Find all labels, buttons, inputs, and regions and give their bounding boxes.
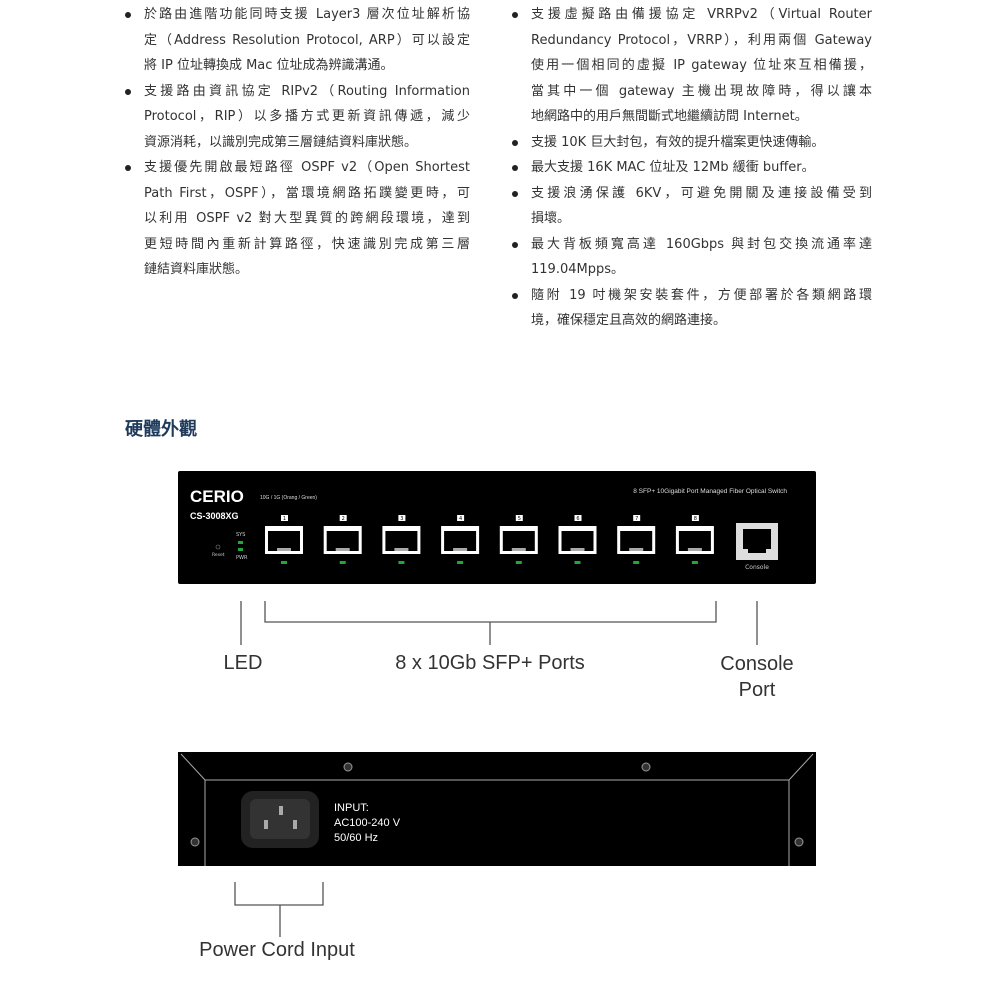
port-number-box — [515, 515, 523, 521]
port-number-box — [398, 515, 406, 521]
port-led — [457, 561, 464, 564]
feature-line: 支援 10K 巨大封包，有效的提升檔案更快速傳輸。 — [531, 134, 825, 150]
port-number-box — [691, 515, 699, 521]
port-number: 8 — [694, 516, 697, 522]
port-number: 2 — [342, 516, 345, 522]
port-number: 7 — [635, 516, 638, 522]
port-led — [339, 561, 346, 564]
pwr-label: PWR — [236, 555, 248, 561]
front-panel — [178, 471, 816, 584]
feature-line: 更短時間內重新計算路徑，快速識別完成第三層 — [144, 236, 470, 252]
reset-label: Reset — [212, 552, 225, 558]
port-number: 6 — [576, 516, 579, 522]
reset-button[interactable] — [215, 544, 221, 550]
feature-line: 資源消耗，以識別完成第三層鏈結資料庫狀態。 — [144, 134, 418, 150]
speed-legend: 10G / 1G (Orang / Green) — [260, 495, 317, 501]
port-number: 1 — [283, 516, 286, 522]
pwr-led — [238, 548, 243, 551]
port-number-box — [633, 515, 641, 521]
port-number: 5 — [518, 516, 521, 522]
port-led — [515, 561, 522, 564]
feature-line: 地網路中的用戶無間斷式地繼續訪問 Internet。 — [531, 109, 808, 124]
feature-item: 最大支援 16K MAC 位址及 12Mb 緩衝 buffer。 — [510, 155, 872, 181]
port-number-box — [339, 515, 347, 521]
port-number-box — [574, 515, 582, 521]
brand-logo: CERIO — [190, 487, 244, 506]
section-title: 硬體外觀 — [125, 419, 197, 440]
feature-line: 使用一個相同的虛擬 IP gateway 位址來互相備援， — [531, 58, 872, 73]
feature-line: 支援優先開啟最短路徑 OSPF v2（Open Shortest — [144, 160, 470, 175]
feature-line: 於路由進階功能同時支援 Layer3 層次位址解析協 — [144, 7, 470, 22]
feature-line: 將 IP 位址轉換成 Mac 位址成為辨識溝通。 — [144, 58, 394, 73]
input-label: INPUT: — [334, 802, 369, 814]
sys-led — [238, 541, 243, 544]
port-led — [281, 561, 287, 564]
callout-led: LED — [223, 652, 263, 674]
port-led — [398, 561, 405, 564]
feature-item: 支援 10K 巨大封包，有效的提升檔案更快速傳輸。 — [510, 130, 872, 156]
feature-line: 最大背板頻寬高達 160Gbps 與封包交換流通率達 — [531, 236, 872, 252]
feature-line: 境，確保穩定且高效的網路連接。 — [531, 313, 727, 328]
sys-label: SYS — [236, 532, 245, 538]
feature-line: 支援虛擬路由備援協定 VRRPv2（Virtual Router — [531, 7, 872, 22]
feature-line: 當其中一個 gateway 主機出現故障時，得以讓本 — [531, 83, 872, 99]
console-label: Console — [745, 564, 769, 571]
port-led — [633, 561, 640, 564]
feature-line: 鏈結資料庫狀態。 — [144, 262, 249, 277]
feature-line: 定（Address Resolution Protocol, ARP）可以設定 — [144, 32, 470, 48]
feature-line: Protocol，RIP）以多播方式更新資訊傳遞，減少 — [144, 109, 470, 124]
feature-line: 最大支援 16K MAC 位址及 12Mb 緩衝 buffer。 — [531, 160, 815, 175]
feature-line: 以利用 OSPF v2 對大型異質的跨網段環境，達到 — [144, 211, 470, 226]
callout-console-port: Port — [738, 679, 776, 701]
feature-item: 支援浪湧保護 6KV，可避免開關及連接設備受到損壞。 — [510, 181, 872, 232]
feature-line: 隨附 19 吋機架安裝套件，方便部署於各類網路環 — [531, 287, 872, 303]
feature-item: 最大背板頻寬高達 160Gbps 與封包交換流通率達 119.04Mpps。 — [510, 232, 872, 283]
model-label: CS-3008XG — [190, 511, 239, 521]
feature-line: 支援路由資訊協定 RIPv2（Routing Information — [144, 83, 470, 99]
port-led — [574, 561, 581, 564]
feature-item: 於路由進階功能同時支援 Layer3 層次位址解析協定（Address Reso… — [123, 2, 470, 79]
feature-list-left: 於路由進階功能同時支援 Layer3 層次位址解析協定（Address Reso… — [123, 2, 470, 283]
port-led — [691, 561, 698, 564]
input-voltage: AC100-240 V — [334, 817, 401, 829]
callout-sfp-ports: 8 x 10Gb SFP+ Ports — [395, 652, 585, 674]
feature-line: 119.04Mpps。 — [531, 262, 624, 277]
feature-line: Path First，OSPF），當環境網路拓蹼變更時，可 — [144, 185, 470, 201]
feature-item: 隨附 19 吋機架安裝套件，方便部署於各類網路環境，確保穩定且高效的網路連接。 — [510, 283, 872, 334]
callout-power-cord: Power Cord Input — [199, 939, 355, 961]
port-number: 3 — [400, 516, 403, 522]
feature-line: Redundancy Protocol，VRRP），利用兩個 Gateway — [531, 32, 872, 48]
panel-description: 8 SFP+ 10Gigabit Port Managed Fiber Opti… — [633, 488, 787, 495]
port-number: 4 — [459, 516, 462, 522]
port-number-box — [457, 515, 465, 521]
feature-line: 支援浪湧保護 6KV，可避免開關及連接設備受到 — [531, 185, 872, 201]
input-frequency: 50/60 Hz — [334, 832, 378, 844]
port-number-box — [281, 515, 288, 521]
callout-console: Console — [720, 653, 794, 675]
rj45-icon — [743, 529, 771, 553]
feature-line: 損壞。 — [531, 211, 571, 226]
